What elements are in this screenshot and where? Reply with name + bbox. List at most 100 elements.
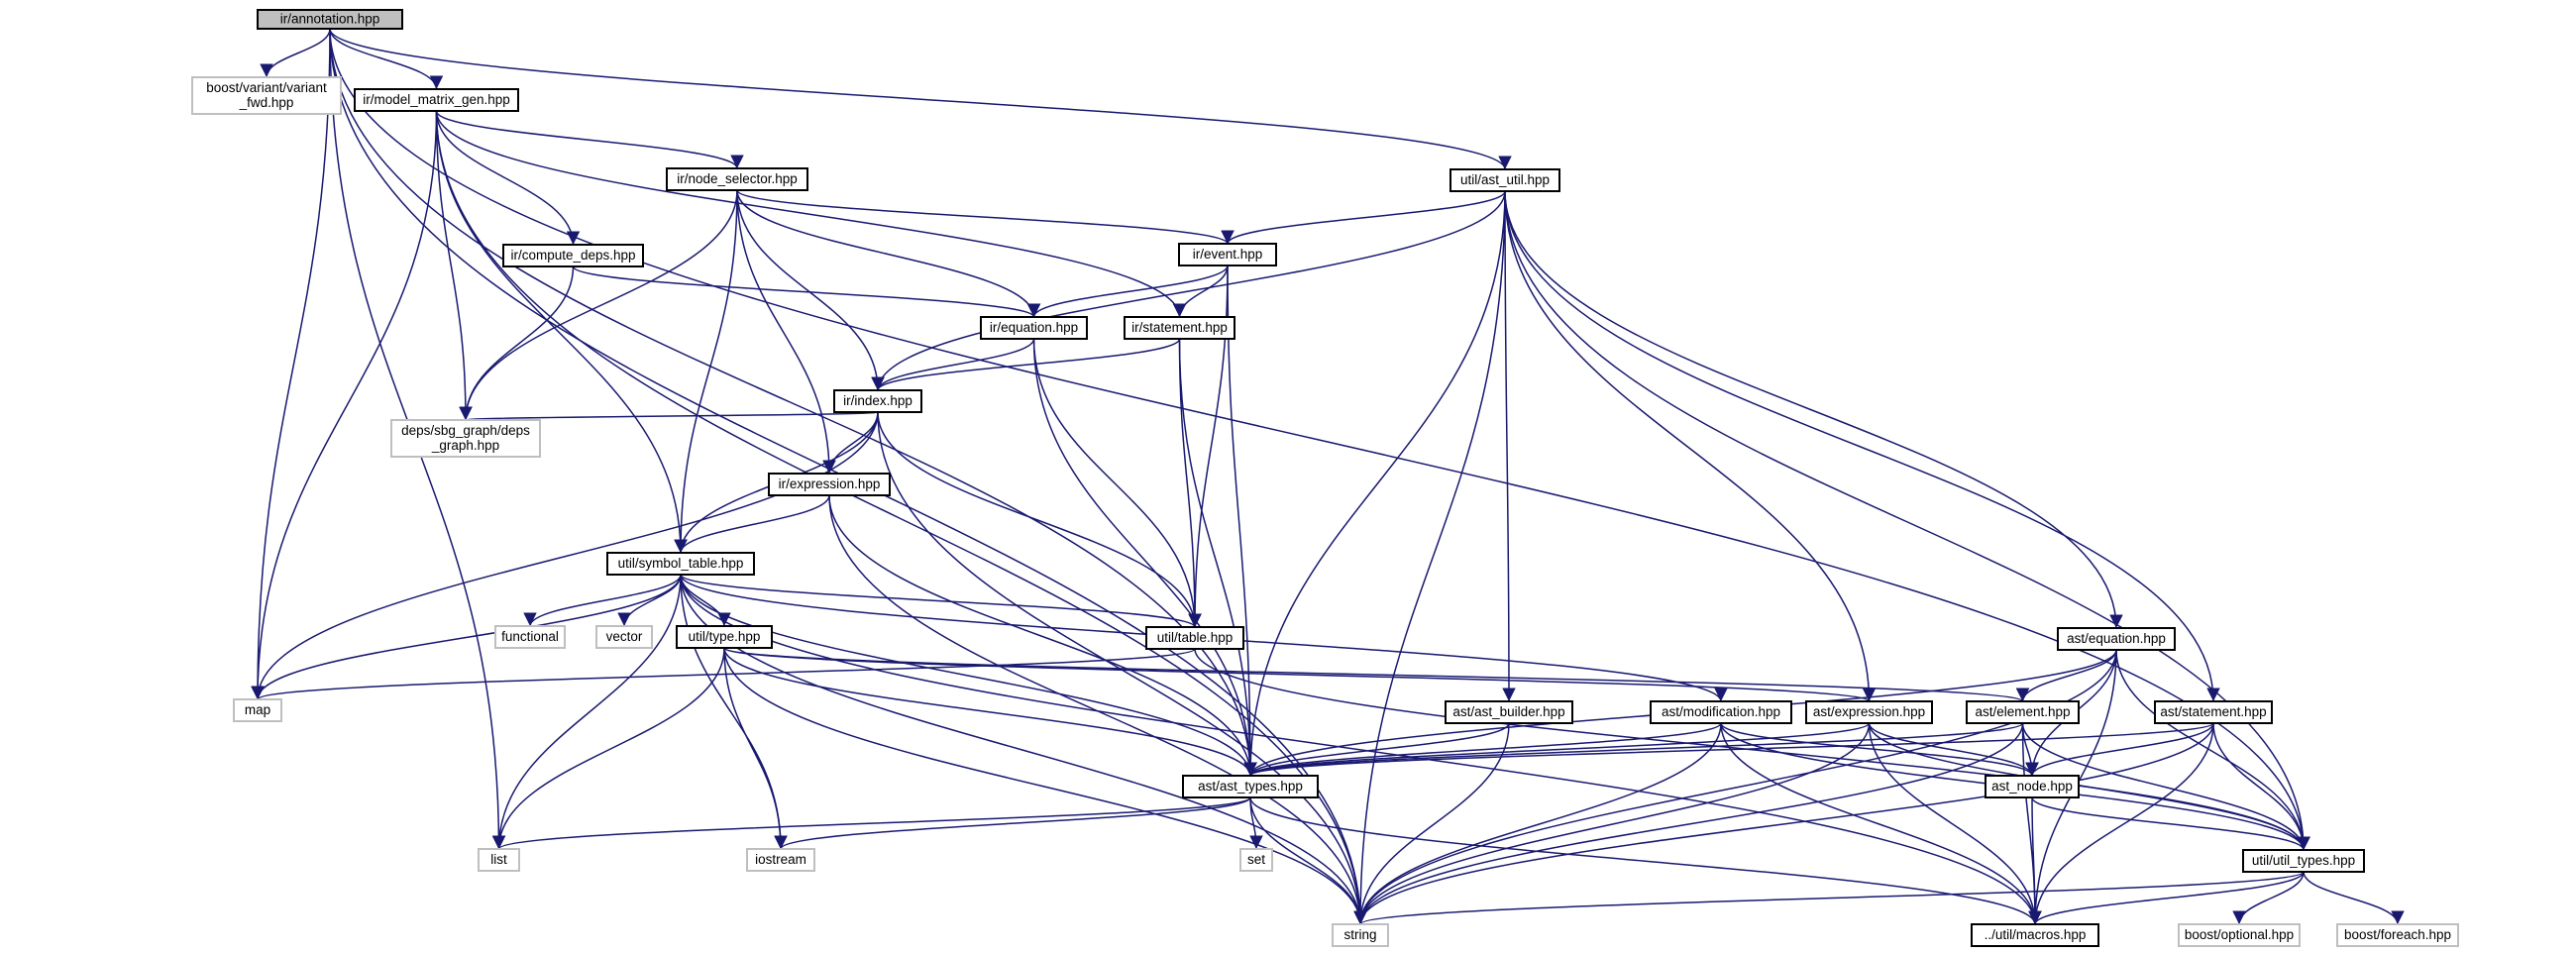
node-label: boost/variant/variant: [206, 80, 327, 95]
edge-node_selector-to-ir_expression: [736, 189, 836, 475]
edge-node_selector-to-symbol_table: [674, 189, 738, 554]
edge-ast_types-to-iostream: [774, 796, 1251, 850]
node-functional: functional: [494, 625, 566, 649]
edge-ast_util-to-ir_index: [871, 190, 1506, 391]
node-label: ast/statement.hpp: [2160, 704, 2266, 719]
edge-ast_modification-to-macros: [1720, 722, 2042, 925]
node-label: ir/model_matrix_gen.hpp: [363, 92, 510, 107]
node-ast-statement[interactable]: ast/statement.hpp: [2154, 700, 2273, 724]
node-box: [606, 552, 755, 576]
node-label: _graph.hpp: [431, 438, 499, 453]
node-box: [1985, 775, 2080, 798]
edge-ast_util-to-ast_expression: [1504, 190, 1877, 702]
edge-util_table-to-map: [251, 648, 1196, 700]
node-ast-expression[interactable]: ast/expression.hpp: [1805, 700, 1933, 724]
node-box: [666, 167, 808, 191]
node-macros[interactable]: ../util/macros.hpp: [1971, 923, 2099, 947]
edge-ast_equation-to-string: [1353, 649, 2117, 925]
edge-symbol_table-to-map: [251, 574, 682, 700]
node-box: [2178, 923, 2301, 947]
edge-model_matrix_gen-to-string: [435, 110, 1367, 925]
node-compute-deps[interactable]: ir/compute_deps.hpp: [502, 244, 644, 267]
edge-util_types-to-macros: [2028, 871, 2305, 925]
edge-ast_expression-to-ast_types: [1243, 722, 1871, 777]
node-label: boost/foreach.hpp: [2344, 927, 2451, 942]
node-ast-equation[interactable]: ast/equation.hpp: [2057, 627, 2176, 651]
node-symbol-table[interactable]: util/symbol_table.hpp: [606, 552, 755, 576]
edge-ir_expression-to-symbol_table: [674, 494, 830, 554]
edge-util_type-to-string: [723, 647, 1367, 925]
node-ast-modification[interactable]: ast/modification.hpp: [1650, 700, 1792, 724]
node-ast-element[interactable]: ast/element.hpp: [1966, 700, 2080, 724]
edge-ast_expression-to-ast_node: [1868, 722, 2039, 777]
edge-annotation-to-model_matrix_gen: [329, 28, 444, 90]
node-map: map: [233, 698, 282, 722]
node-label: ir/equation.hpp: [990, 320, 1078, 335]
edge-ir_index-to-ir_expression: [822, 411, 879, 475]
edge-ast_statement-to-ast_types: [1243, 722, 2214, 777]
edge-ast_expression-to-string: [1353, 722, 1871, 925]
node-node-selector[interactable]: ir/node_selector.hpp: [666, 167, 808, 191]
node-util-type[interactable]: util/type.hpp: [676, 625, 773, 649]
edge-util_type-to-list: [491, 647, 725, 850]
node-box: [1239, 848, 1273, 872]
edge-ast_util-to-event: [1221, 190, 1506, 245]
node-box: [1650, 700, 1792, 724]
node-ir-equation[interactable]: ir/equation.hpp: [980, 316, 1088, 340]
node-box: [833, 389, 922, 413]
node-annotation[interactable]: ir/annotation.hpp: [257, 9, 403, 30]
node-label: ir/annotation.hpp: [280, 12, 380, 27]
node-ir-expression[interactable]: ir/expression.hpp: [768, 473, 891, 496]
node-ast-types[interactable]: ast/ast_types.hpp: [1182, 775, 1319, 798]
node-event[interactable]: ir/event.hpp: [1178, 243, 1277, 266]
node-label: _fwd.hpp: [239, 95, 294, 110]
node-ir-statement[interactable]: ir/statement.hpp: [1124, 316, 1235, 340]
node-label: util/util_types.hpp: [2252, 853, 2355, 868]
edge-symbol_table-to-list: [491, 574, 682, 850]
node-boost-foreach: boost/foreach.hpp: [2336, 923, 2459, 947]
node-box: [676, 625, 773, 649]
edge-model_matrix_gen-to-symbol_table: [435, 110, 688, 554]
edge-symbol_table-to-iostream: [680, 574, 788, 850]
edge-ir_expression-to-string: [828, 494, 1367, 925]
edge-symbol_table-to-string: [680, 574, 1367, 925]
node-box: [257, 9, 403, 30]
node-label: ast/ast_types.hpp: [1198, 779, 1303, 794]
edge-ast_statement-to-ast_node: [2025, 722, 2214, 777]
edge-event-to-ir_equation: [1026, 265, 1229, 318]
node-ir-index[interactable]: ir/index.hpp: [833, 389, 922, 413]
edge-ast_modification-to-ast_types: [1243, 722, 1722, 777]
edge-ast_util-to-ast_builder: [1502, 190, 1516, 702]
node-box: [768, 473, 891, 496]
edge-model_matrix_gen-to-compute_deps: [435, 110, 581, 246]
node-box: [354, 88, 519, 112]
node-model-matrix-gen[interactable]: ir/model_matrix_gen.hpp: [354, 88, 519, 112]
edge-util_types-to-boost_optional: [2232, 871, 2305, 925]
node-util-types[interactable]: util/util_types.hpp: [2242, 849, 2365, 873]
node-ast-builder[interactable]: ast/ast_builder.hpp: [1445, 700, 1573, 724]
edge-ast_util-to-ast_statement: [1504, 190, 2220, 702]
node-box: [1332, 923, 1389, 947]
node-ast-util[interactable]: util/ast_util.hpp: [1449, 168, 1560, 192]
edge-ast_types-to-macros: [1249, 796, 2042, 925]
edge-model_matrix_gen-to-ir_statement: [435, 110, 1187, 318]
edge-ir_index-to-deps_graph: [460, 405, 879, 421]
node-label: ast_node.hpp: [1991, 779, 2073, 794]
node-label: ast/element.hpp: [1975, 704, 2070, 719]
node-util-table[interactable]: util/table.hpp: [1145, 626, 1244, 650]
edge-ast_equation-to-util_types: [2115, 649, 2310, 851]
node-ast-node[interactable]: ast_node.hpp: [1985, 775, 2080, 798]
node-box: [1966, 700, 2080, 724]
edge-symbol_table-to-ast_types: [680, 574, 1257, 777]
node-box: [746, 848, 815, 872]
edge-ast_util-to-ast_equation: [1504, 190, 2123, 629]
node-label: ast/expression.hpp: [1813, 704, 1925, 719]
node-boost-optional: boost/optional.hpp: [2178, 923, 2301, 947]
edge-ast_util-to-util_types: [1504, 190, 2310, 851]
edge-node_selector-to-ir_index: [736, 189, 885, 391]
node-box: [502, 244, 644, 267]
edge-ir_equation-to-ast_types: [1032, 338, 1257, 777]
node-label: ../util/macros.hpp: [1985, 927, 2087, 942]
edge-event-to-ir_statement: [1172, 265, 1229, 318]
